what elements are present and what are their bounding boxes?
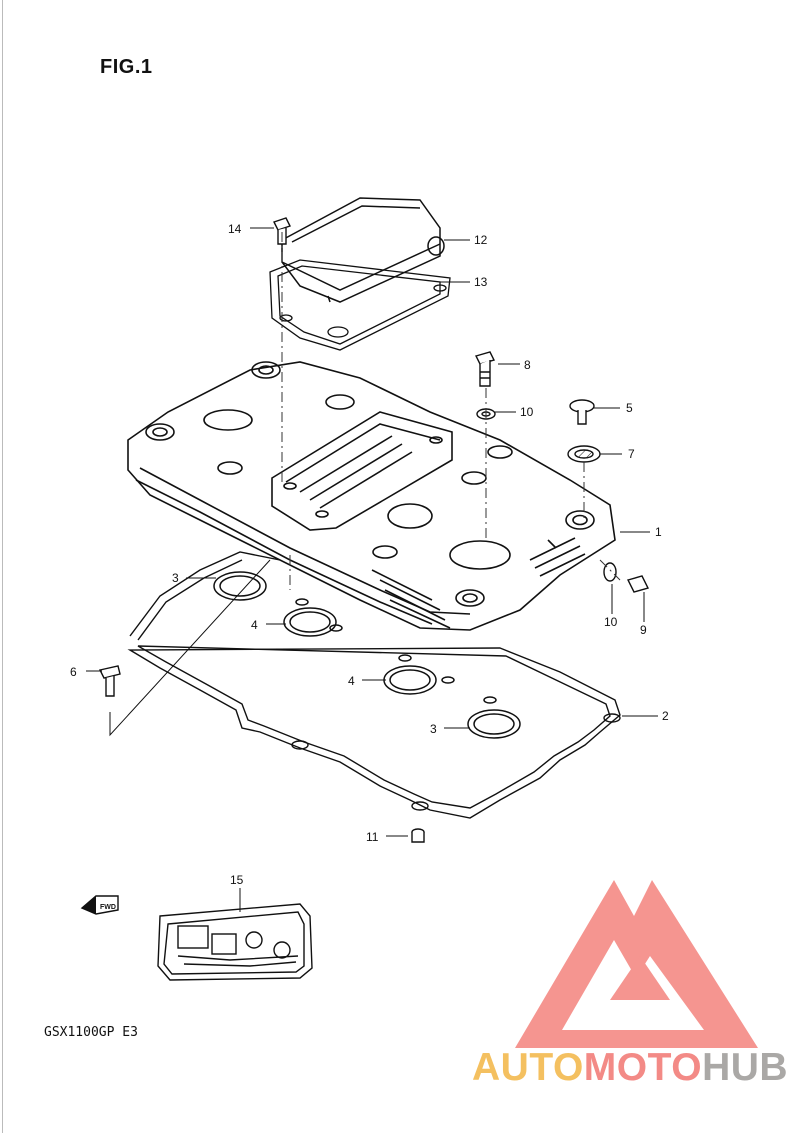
automotohub-logo: [515, 880, 758, 1048]
callout-13: 13: [474, 275, 488, 289]
grommet-7: [567, 445, 601, 463]
callout-labels: 1 2 3 3 4 4 5 6 7 8 9 10 10 11 12 13 14 …: [70, 222, 669, 887]
callout-4a: 4: [251, 618, 258, 632]
callout-2: 2: [662, 709, 669, 723]
callout-9: 9: [640, 623, 647, 637]
cylinder-head-cover-gasket: [127, 551, 621, 819]
watermark-moto: MOTO: [583, 1046, 703, 1089]
breather-cover: [281, 197, 445, 303]
bolt-9: [626, 575, 650, 593]
figure-title: FIG.1: [100, 56, 153, 78]
callout-12: 12: [474, 233, 488, 247]
bolt-8: [474, 351, 496, 387]
plug-5: [569, 399, 595, 425]
bolt-6: [98, 665, 121, 697]
washer-10-side: [603, 562, 617, 582]
callout-10a: 10: [520, 405, 534, 419]
watermark-hub: HUB: [702, 1046, 789, 1089]
cylinder-head-cover: [127, 361, 616, 631]
callout-8: 8: [524, 358, 531, 372]
callout-1: 1: [655, 525, 662, 539]
callout-3a: 3: [172, 571, 179, 585]
callout-6: 6: [70, 665, 77, 679]
leader-lines: [86, 227, 658, 912]
assembly-lines: [281, 232, 621, 590]
fwd-arrow-icon: FWD: [80, 895, 119, 915]
watermark-auto: AUTO: [472, 1046, 584, 1089]
callout-4b: 4: [348, 674, 355, 688]
callout-10b: 10: [604, 615, 618, 629]
callout-5: 5: [626, 401, 633, 415]
gasket-set-package: [157, 903, 313, 981]
callout-11: 11: [366, 830, 379, 844]
bolt-14: [273, 217, 291, 245]
watermark-text: AUTOMOTOHUB: [472, 1046, 788, 1090]
callout-14: 14: [228, 222, 242, 236]
breather-cover-gasket: [269, 259, 451, 351]
spark-plug-gaskets: [213, 571, 521, 739]
callout-15: 15: [230, 873, 244, 887]
callout-7: 7: [628, 447, 635, 461]
model-code-label: GSX1100GP E3: [44, 1025, 138, 1040]
callout-3b: 3: [430, 722, 437, 736]
dowel-11: [411, 828, 425, 843]
fwd-label: FWD: [100, 904, 116, 911]
